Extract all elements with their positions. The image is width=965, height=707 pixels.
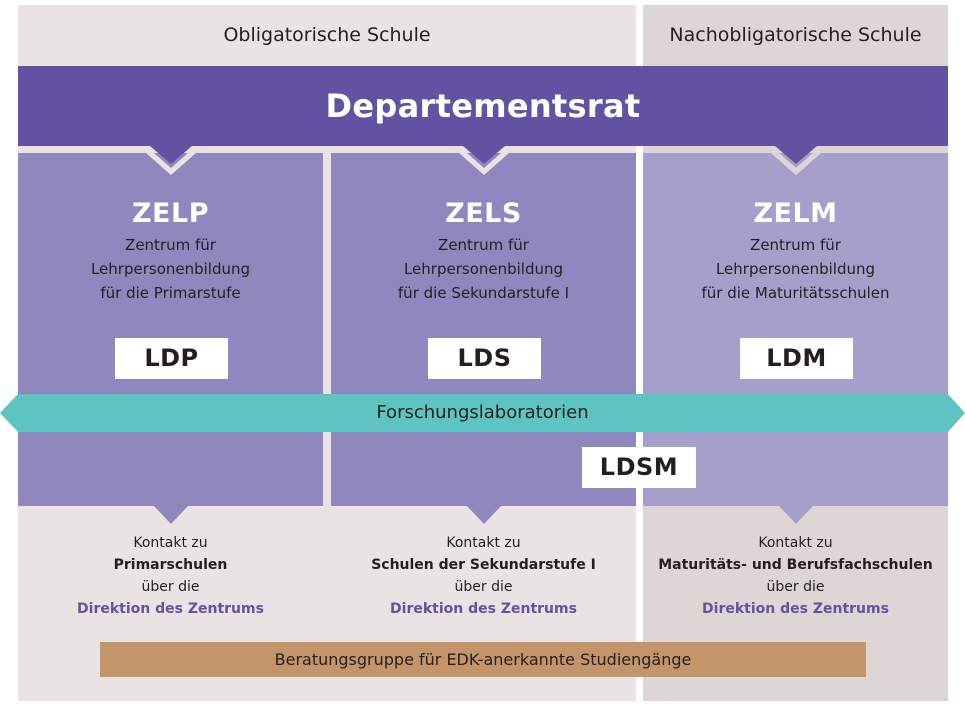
contact-target: Primarschulen [113, 557, 228, 573]
centre-description: Zentrum für Lehrpersonenbildung für die … [643, 233, 948, 305]
centre-description-line: für die Primarstufe [100, 284, 241, 302]
centre-description: Zentrum für Lehrpersonenbildung für die … [18, 233, 323, 305]
lab-box-lds: LDS [428, 338, 541, 379]
section-label-obligatory: Obligatorische Schule [223, 24, 431, 46]
centre-description-line: für die Sekundarstufe I [397, 284, 570, 302]
contact-intro: Kontakt zu [446, 535, 521, 551]
contact-target: Schulen der Sekundarstufe I [371, 557, 596, 573]
contact-intro: Kontakt zu [758, 535, 833, 551]
centre-description-line: Zentrum für [750, 236, 841, 254]
contact-via: über die [454, 579, 513, 595]
section-label-post-obligatory: Nachobligatorische Schule [669, 24, 922, 46]
research-label: Forschungslaboratorien [376, 402, 589, 423]
centre-description-line: Zentrum für [125, 236, 216, 254]
contact-block-maturity: Kontakt zu Maturitäts- und Berufsfachsch… [643, 532, 948, 620]
double-arrow-icon [0, 394, 965, 432]
council-banner: Departementsrat [18, 66, 948, 146]
contact-block-secondary: Kontakt zu Schulen der Sekundarstufe I ü… [331, 532, 636, 620]
centre-description-line: Lehrpersonenbildung [715, 260, 876, 278]
contact-link[interactable]: Direktion des Zentrums [702, 601, 889, 617]
contact-target: Maturitäts- und Berufsfachschulen [658, 557, 933, 573]
centre-zelp: ZELP Zentrum für Lehrpersonenbildung für… [18, 153, 323, 506]
centre-abbr: ZELM [753, 198, 838, 229]
centre-abbr: ZELS [445, 198, 522, 229]
lab-box-ldm: LDM [740, 338, 853, 379]
contact-link[interactable]: Direktion des Zentrums [77, 601, 264, 617]
centre-description-line: Zentrum für [438, 236, 529, 254]
research-band: Forschungslaboratorien [0, 394, 965, 432]
contact-link[interactable]: Direktion des Zentrums [390, 601, 577, 617]
lab-box-ldsm: LDSM [582, 447, 696, 488]
contact-block-primary: Kontakt zu Primarschulen über die Direkt… [18, 532, 323, 620]
advisory-group-bar: Beratungsgruppe für EDK-anerkannte Studi… [100, 642, 866, 677]
centre-abbr: ZELP [131, 198, 209, 229]
contact-via: über die [766, 579, 825, 595]
centre-description-line: Lehrpersonenbildung [403, 260, 564, 278]
advisory-group-label: Beratungsgruppe für EDK-anerkannte Studi… [274, 650, 692, 669]
contact-intro: Kontakt zu [133, 535, 208, 551]
contact-via: über die [141, 579, 200, 595]
centre-description: Zentrum für Lehrpersonenbildung für die … [331, 233, 636, 305]
lab-box-ldp: LDP [115, 338, 228, 379]
centre-description-line: Lehrpersonenbildung [90, 260, 251, 278]
council-label: Departementsrat [325, 87, 641, 125]
centre-description-line: für die Maturitätsschulen [701, 284, 890, 302]
